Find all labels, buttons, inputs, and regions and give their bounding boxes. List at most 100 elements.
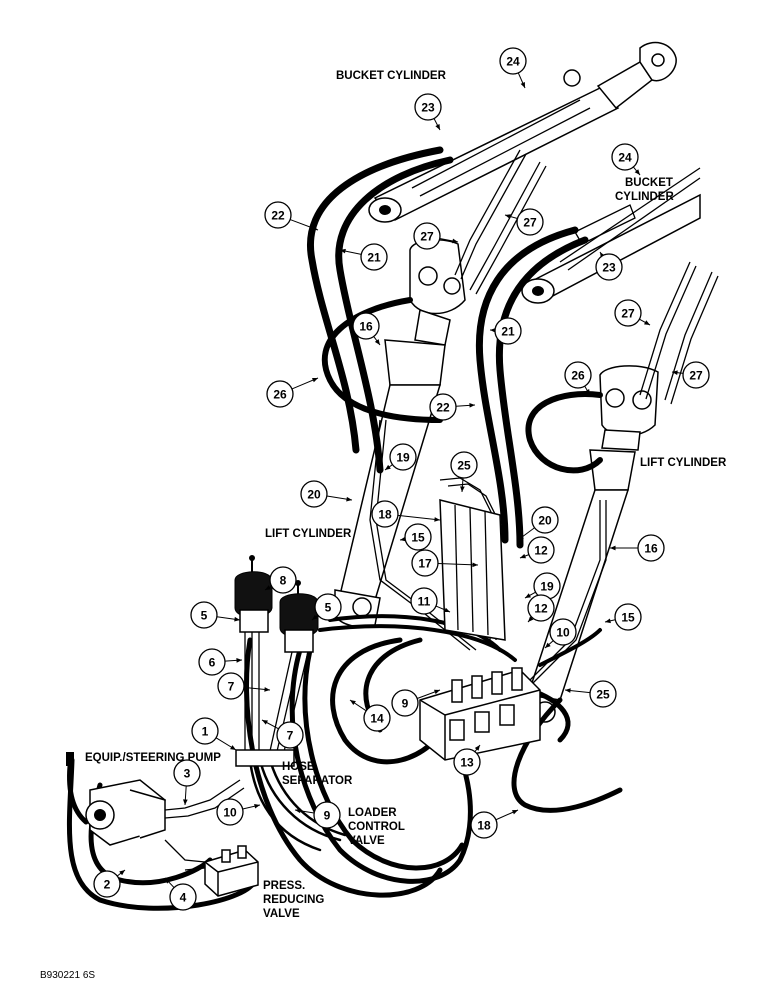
callout-circle bbox=[352, 312, 380, 340]
callout-arrowhead-1 bbox=[230, 745, 236, 750]
bucket-cylinder-left bbox=[368, 41, 677, 223]
callout-circle bbox=[391, 689, 419, 717]
bucket-cylinder-right-label-line1: BUCKET bbox=[625, 177, 673, 189]
callout-arrowhead-3 bbox=[183, 799, 188, 805]
callout-27: 27 bbox=[614, 299, 642, 327]
callout-number: 19 bbox=[540, 580, 554, 594]
callout-number: 24 bbox=[506, 55, 520, 69]
callout-15: 15 bbox=[404, 523, 432, 551]
callout-arrowhead-22 bbox=[312, 225, 318, 231]
callout-24: 24 bbox=[499, 47, 527, 75]
callout-number: 17 bbox=[418, 557, 432, 571]
callout-arrowhead-11 bbox=[444, 607, 450, 612]
callout-2: 2 bbox=[93, 870, 121, 898]
callout-13: 13 bbox=[453, 748, 481, 776]
callout-arrowhead-17 bbox=[472, 562, 478, 568]
callout-number: 22 bbox=[271, 209, 285, 223]
callout-number: 16 bbox=[359, 320, 373, 334]
callout-arrowhead-24 bbox=[634, 169, 640, 175]
callout-19: 19 bbox=[389, 443, 417, 471]
callout-number: 20 bbox=[538, 514, 552, 528]
loader-valve-label-line2: CONTROL bbox=[348, 821, 405, 833]
callout-circle bbox=[276, 721, 304, 749]
callout-leaders bbox=[116, 72, 684, 888]
callout-18: 18 bbox=[371, 500, 399, 528]
callout-18: 18 bbox=[470, 811, 498, 839]
pressure-reducing-valve bbox=[164, 839, 259, 897]
callout-circle bbox=[494, 317, 522, 345]
callout-arrowhead-26 bbox=[585, 389, 590, 395]
callout-circle bbox=[450, 451, 478, 479]
callout-27: 27 bbox=[682, 361, 710, 389]
callout-22: 22 bbox=[264, 201, 292, 229]
callout-number: 26 bbox=[273, 388, 287, 402]
pilot-control-left bbox=[234, 555, 273, 633]
callout-circle bbox=[93, 870, 121, 898]
figure-reference: B930221 6S bbox=[40, 970, 95, 981]
loader-valve-label-line1: LOADER bbox=[348, 807, 397, 819]
hose-separator-label-line2: SEPARATOR bbox=[282, 775, 353, 787]
hose-separator bbox=[235, 749, 295, 767]
callout-number: 26 bbox=[571, 369, 585, 383]
callout-number: 5 bbox=[325, 601, 332, 615]
callout-number: 27 bbox=[420, 230, 434, 244]
pilot-hoses bbox=[244, 632, 347, 852]
callout-number: 15 bbox=[621, 611, 635, 625]
loader-control-valve bbox=[419, 667, 541, 761]
callout-leader-18 bbox=[397, 514, 441, 521]
callout-number: 21 bbox=[501, 325, 515, 339]
lift-cylinder-left-label: LIFT CYLINDER bbox=[265, 528, 352, 540]
callout-circle bbox=[264, 201, 292, 229]
callout-arrowhead-19 bbox=[385, 464, 391, 470]
callout-arrowhead-7 bbox=[264, 687, 270, 692]
callout-1: 1 bbox=[191, 717, 219, 745]
callout-arrowhead-9 bbox=[434, 689, 440, 695]
callout-number: 12 bbox=[534, 602, 548, 616]
callout-number: 4 bbox=[180, 891, 187, 905]
callout-26: 26 bbox=[266, 380, 294, 408]
valve-manifold bbox=[439, 499, 506, 641]
callout-number: 14 bbox=[370, 712, 384, 726]
callout-circle bbox=[216, 798, 244, 826]
callout-circle bbox=[611, 143, 639, 171]
callout-arrowhead-8 bbox=[265, 585, 271, 590]
callout-number: 23 bbox=[421, 101, 435, 115]
callout-circle bbox=[527, 536, 555, 564]
callout-circle bbox=[191, 717, 219, 745]
callout-17: 17 bbox=[411, 549, 439, 577]
callout-number: 5 bbox=[201, 609, 208, 623]
pilot-control-right bbox=[279, 580, 319, 653]
callout-number: 15 bbox=[411, 531, 425, 545]
callout-21: 21 bbox=[360, 243, 388, 271]
callout-number: 7 bbox=[228, 680, 235, 694]
callout-3: 3 bbox=[173, 759, 201, 787]
callout-7: 7 bbox=[276, 721, 304, 749]
callout-21: 21 bbox=[494, 317, 522, 345]
callout-circle bbox=[363, 704, 391, 732]
callout-circle bbox=[549, 618, 577, 646]
equip-steering-pump bbox=[85, 779, 245, 846]
callout-arrowhead-22 bbox=[469, 403, 475, 408]
callout-circle bbox=[410, 587, 438, 615]
callout-23: 23 bbox=[595, 253, 623, 281]
callout-22: 22 bbox=[429, 393, 457, 421]
callout-number: 20 bbox=[307, 488, 321, 502]
callout-7: 7 bbox=[217, 672, 245, 700]
callout-arrowhead-14 bbox=[350, 700, 356, 706]
callout-10: 10 bbox=[549, 618, 577, 646]
callout-16: 16 bbox=[637, 534, 665, 562]
callout-25: 25 bbox=[589, 680, 617, 708]
bucket-cylinder-right-label-line2: CYLINDER bbox=[615, 191, 674, 203]
lift-cylinder-right-label: LIFT CYLINDER bbox=[640, 457, 727, 469]
callout-circle bbox=[411, 549, 439, 577]
callout-circle bbox=[414, 93, 442, 121]
callout-6: 6 bbox=[198, 648, 226, 676]
callout-number: 18 bbox=[378, 508, 392, 522]
callout-number: 27 bbox=[523, 216, 537, 230]
callout-arrowhead-26 bbox=[312, 377, 318, 383]
callout-arrowhead-27 bbox=[672, 370, 678, 376]
callout-arrowhead-15 bbox=[605, 618, 611, 624]
callout-circle bbox=[531, 506, 559, 534]
callout-number: 1 bbox=[202, 725, 209, 739]
callout-circle bbox=[516, 208, 544, 236]
